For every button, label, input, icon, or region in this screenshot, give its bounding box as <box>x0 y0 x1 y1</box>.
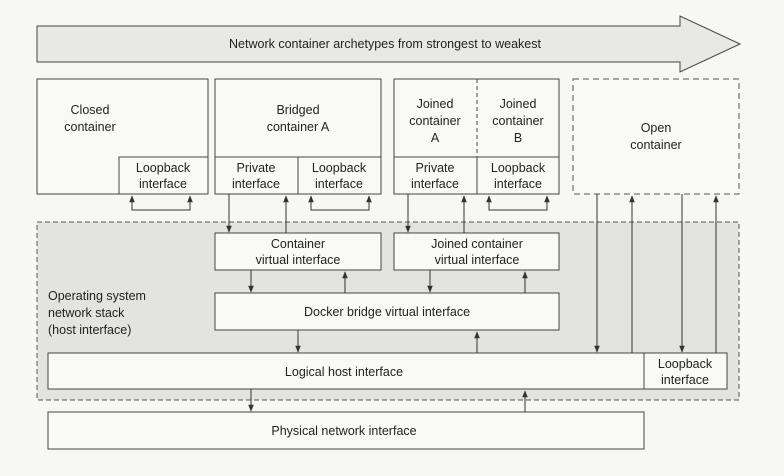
closed-title-2: container <box>64 120 115 134</box>
bridged-loopback-loop-arrow <box>308 195 372 211</box>
bridged-loopback-interface <box>297 156 382 195</box>
docker-bridge-label: Docker bridge virtual interface <box>304 305 470 319</box>
joined-containers: Joined container A Joined container B Pr… <box>393 78 560 195</box>
bridged-container-a: Bridged container A Private interface Lo… <box>214 78 382 195</box>
container-virtual-interface <box>214 232 382 271</box>
physical-label: Physical network interface <box>271 424 416 438</box>
closed-loopback-label-2: interface <box>139 177 187 191</box>
joined-a-title-3: A <box>431 131 440 145</box>
joined-a-title-2: container <box>409 114 460 128</box>
connectors <box>129 194 719 412</box>
physical-network-interface <box>47 411 645 450</box>
bridged-private-label-2: interface <box>232 177 280 191</box>
docker-bridge-virtual-interface <box>214 292 560 331</box>
container-virtual-label-2: virtual interface <box>256 253 341 267</box>
closed-loopback-label-1: Loopback <box>136 161 191 175</box>
host-label-line-1: Operating system <box>48 289 146 303</box>
logical-host-interface <box>47 352 645 390</box>
joined-private-label-1: Private <box>416 161 455 175</box>
open-title-1: Open <box>641 121 672 135</box>
open-container: Open container <box>572 78 740 195</box>
container-virtual-label-1: Container <box>271 237 325 251</box>
joined-loopback-label-1: Loopback <box>491 161 546 175</box>
bridged-title-1: Bridged <box>276 103 319 117</box>
bridged-private-label-1: Private <box>237 161 276 175</box>
host-label-line-2: network stack <box>48 306 125 320</box>
closed-title-1: Closed <box>71 103 110 117</box>
host-loopback-interface <box>643 352 728 390</box>
joined-loopback-label-2: interface <box>494 177 542 191</box>
bridged-loopback-label-2: interface <box>315 177 363 191</box>
joined-b-title-3: B <box>514 131 522 145</box>
joined-loopback-loop-arrow <box>486 195 550 211</box>
closed-loopback-interface <box>118 156 209 195</box>
closed-loopback-loop-arrow <box>129 195 193 211</box>
logical-host-label: Logical host interface <box>285 365 403 379</box>
joined-virtual-label-1: Joined container <box>431 237 523 251</box>
archetype-strength-arrow: Network container archetypes from strong… <box>36 15 742 73</box>
joined-private-label-2: interface <box>411 177 459 191</box>
host-loopback-label-1: Loopback <box>658 357 713 371</box>
host-label-line-3: (host interface) <box>48 323 131 337</box>
host-loopback-label-2: interface <box>661 373 709 387</box>
joined-container-virtual-interface <box>393 232 560 271</box>
bridged-private-interface <box>214 156 299 195</box>
joined-virtual-label-2: virtual interface <box>435 253 520 267</box>
bridged-title-2: container A <box>267 120 330 134</box>
joined-a-title-1: Joined <box>417 97 454 111</box>
joined-b-title-1: Joined <box>500 97 537 111</box>
closed-container: Closed container Loopback interface <box>36 78 209 195</box>
archetype-arrow-label: Network container archetypes from strong… <box>229 37 541 51</box>
bridged-loopback-label-1: Loopback <box>312 161 367 175</box>
open-title-2: container <box>630 138 681 152</box>
joined-b-title-2: container <box>492 114 543 128</box>
